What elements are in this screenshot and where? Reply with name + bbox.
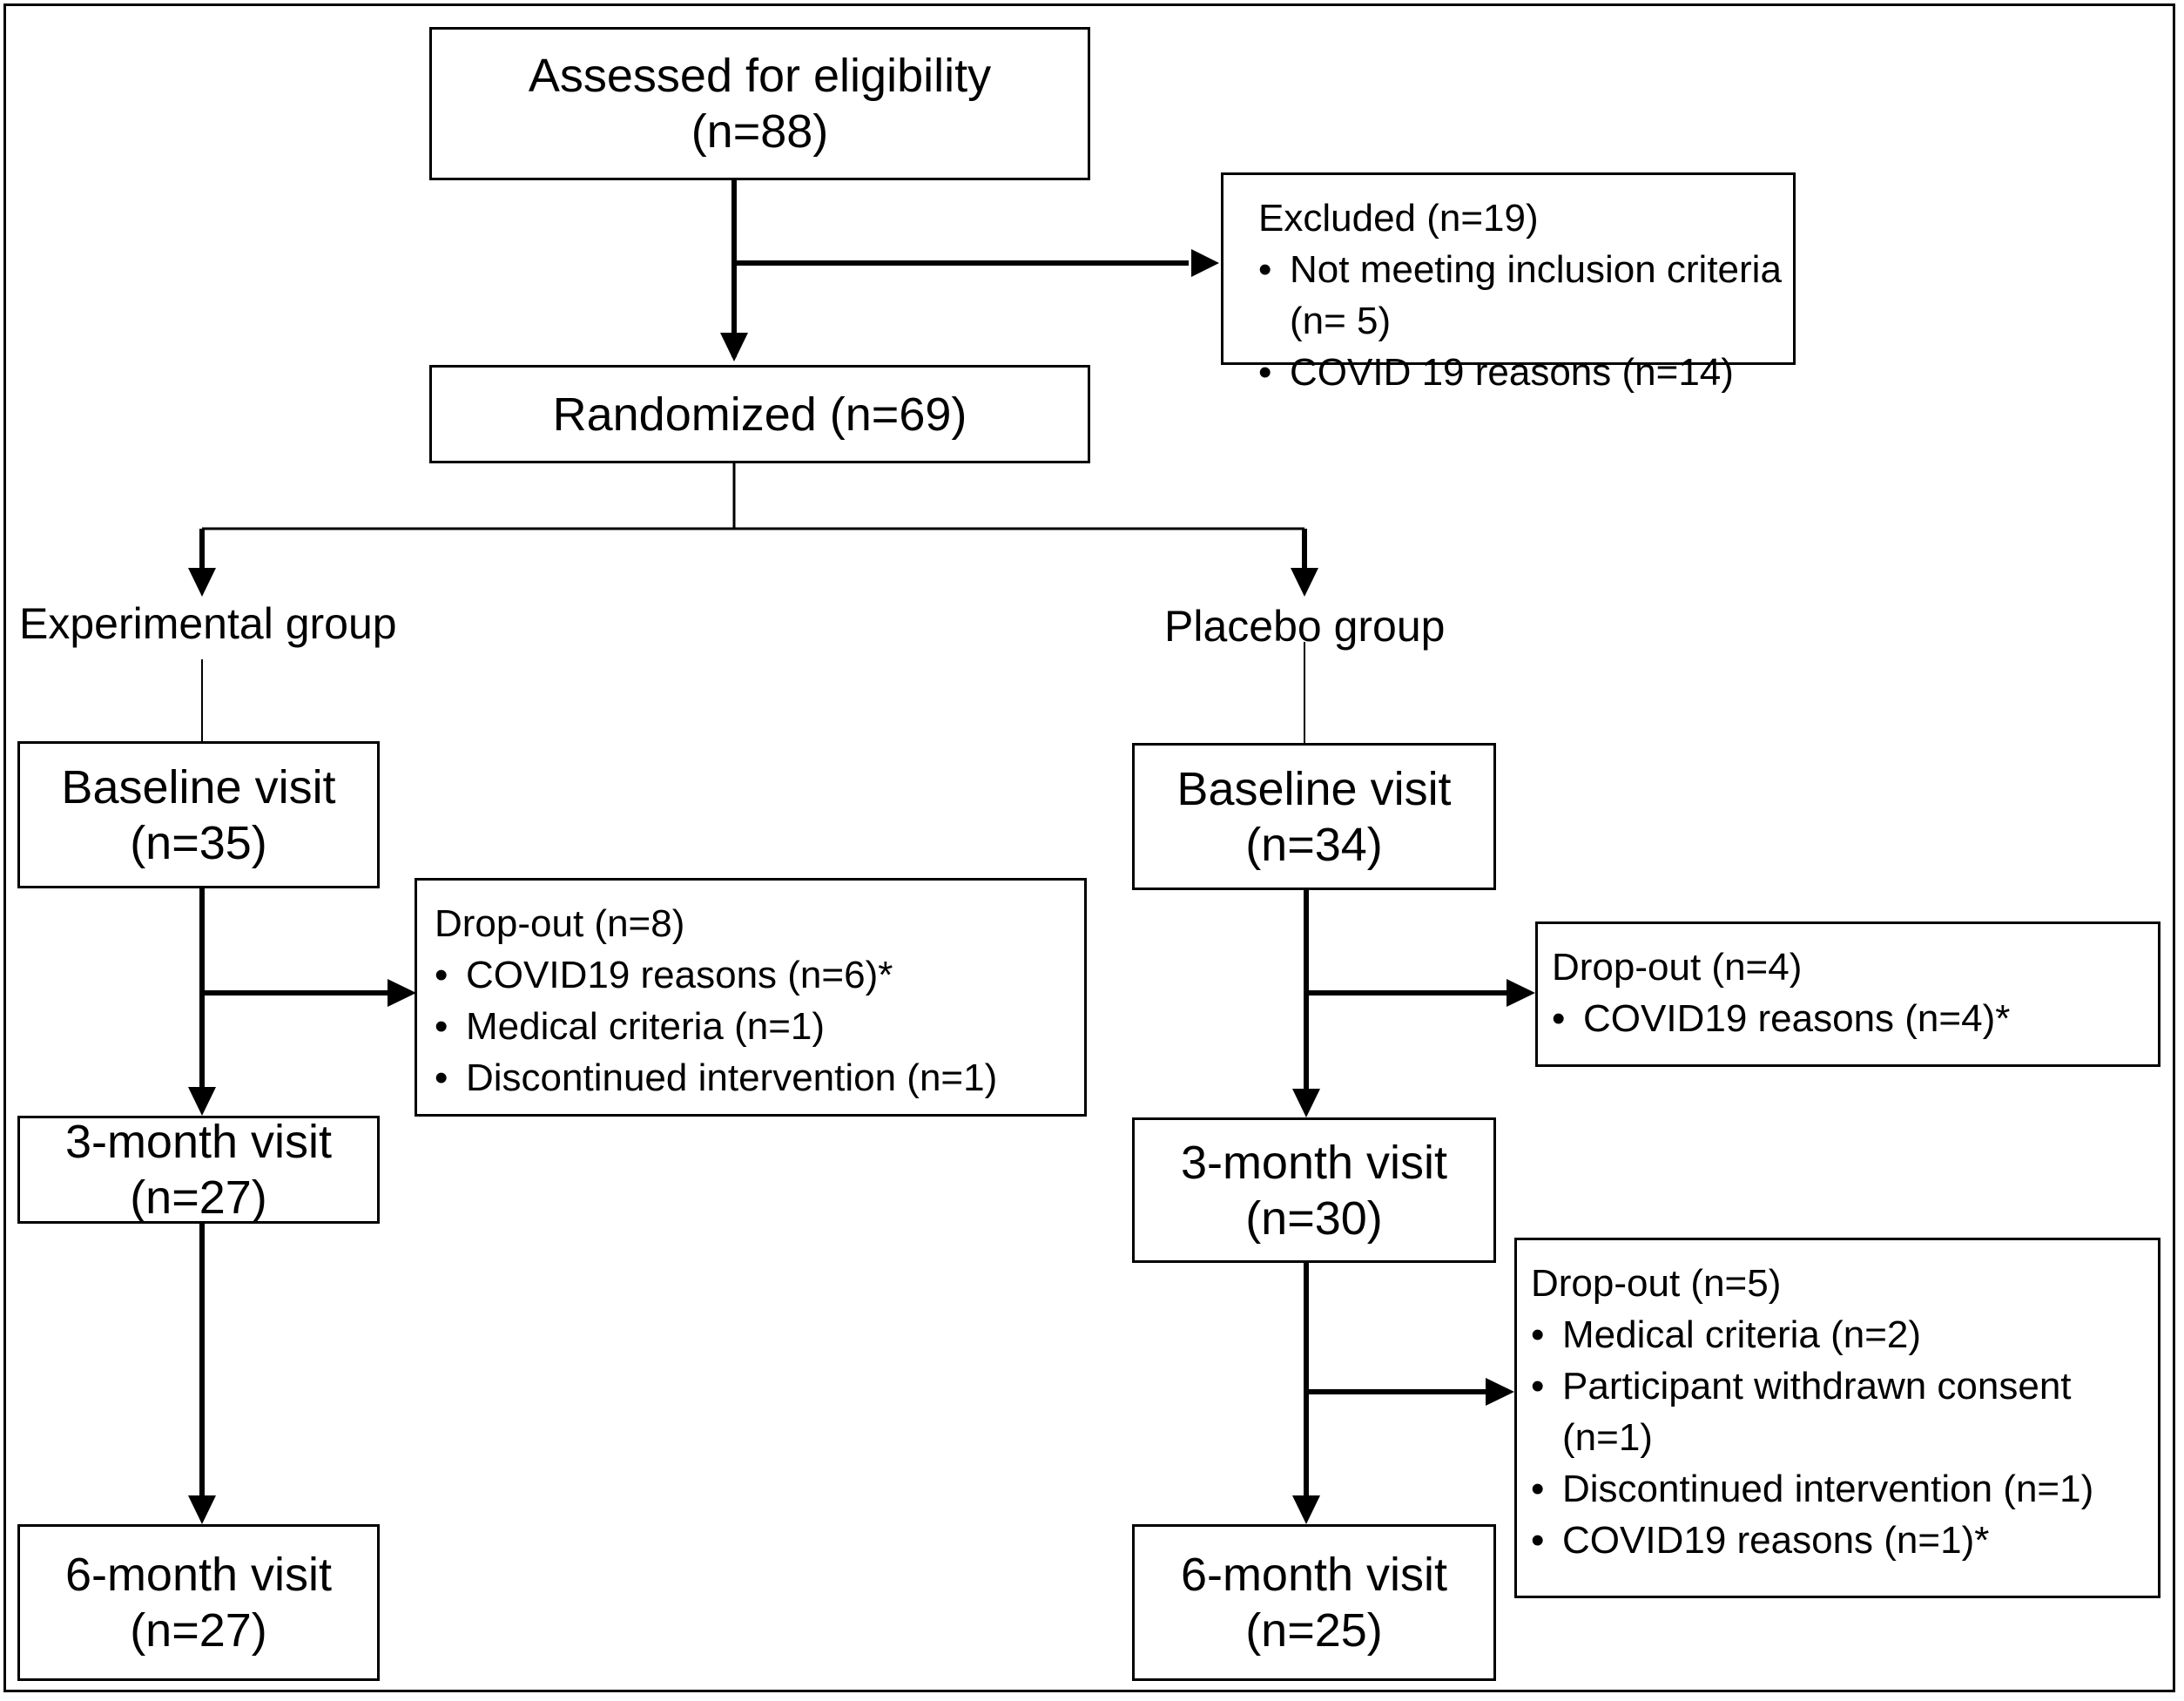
pla-baseline-count: (n=34) <box>1245 818 1383 871</box>
pla-baseline-title: Baseline visit <box>1176 762 1452 815</box>
arrowhead <box>188 1087 216 1116</box>
pla-3month-title: 3-month visit <box>1180 1136 1448 1189</box>
list-item: Discontinued intervention (n=1) <box>1531 1463 2158 1515</box>
experimental-group-label: Experimental group <box>19 599 397 648</box>
arrowhead <box>1291 568 1318 597</box>
pla-3month-count: (n=30) <box>1245 1191 1383 1245</box>
list-item: COVID19 reasons (n=6)* <box>435 949 1084 1001</box>
exp-6month-count: (n=27) <box>130 1604 267 1657</box>
pla-dropout2-list: Medical criteria (n=2) Participant withd… <box>1531 1309 2158 1566</box>
arrowhead <box>1507 979 1535 1007</box>
arrowhead <box>1486 1378 1514 1406</box>
arrowhead <box>388 979 416 1007</box>
pla-dropout2-box: Drop-out (n=5) Medical criteria (n=2) Pa… <box>1514 1238 2160 1598</box>
excluded-box: Excluded (n=19) Not meeting inclusion cr… <box>1221 172 1796 398</box>
assessed-count: (n=88) <box>691 105 829 158</box>
randomized-box: Randomized (n=69) <box>429 365 1090 463</box>
arrowhead <box>1191 249 1219 277</box>
list-item: COVID19 reasons (n=4)* <box>1552 993 2158 1044</box>
assessed-box: Assessed for eligibility (n=88) <box>429 27 1090 180</box>
placebo-group-label: Placebo group <box>1164 602 1446 651</box>
excluded-list: Not meeting inclusion criteria (n= 5) CO… <box>1258 244 1793 398</box>
exp-6month-title: 6-month visit <box>64 1549 333 1601</box>
pla-dropout1-list: COVID19 reasons (n=4)* <box>1552 993 2158 1044</box>
exp-6month-box: 6-month visit (n=27) <box>17 1524 380 1681</box>
exp-baseline-title: Baseline visit <box>61 760 336 813</box>
exp-baseline-box: Baseline visit (n=35) <box>17 741 380 888</box>
pla-dropout1-box: Drop-out (n=4) COVID19 reasons (n=4)* <box>1535 921 2160 1067</box>
list-item: Not meeting inclusion criteria (n= 5) <box>1258 244 1793 347</box>
pla-6month-title: 6-month visit <box>1180 1549 1448 1601</box>
list-item: Medical criteria (n=2) <box>1531 1309 2158 1360</box>
list-item: Participant withdrawn consent (n=1) <box>1531 1360 2137 1463</box>
exp-3month-box: 3-month visit (n=27) <box>17 1116 380 1224</box>
excluded-heading: Excluded (n=19) <box>1258 197 1539 240</box>
pla-3month-box: 3-month visit (n=30) <box>1132 1117 1496 1263</box>
pla-6month-box: 6-month visit (n=25) <box>1132 1524 1496 1681</box>
exp-dropout-heading: Drop-out (n=8) <box>435 902 685 945</box>
arrowhead <box>1292 1495 1320 1524</box>
arrowhead <box>1292 1089 1320 1117</box>
exp-baseline-count: (n=35) <box>130 816 267 869</box>
arrowhead <box>188 1495 216 1524</box>
list-item: Discontinued intervention (n=1) <box>435 1052 1084 1104</box>
diagram-frame <box>3 3 2175 1692</box>
exp-dropout-box: Drop-out (n=8) COVID19 reasons (n=6)* Me… <box>415 878 1087 1117</box>
pla-dropout1-heading: Drop-out (n=4) <box>1552 946 1803 989</box>
assessed-title: Assessed for eligibility <box>528 50 992 102</box>
pla-6month-count: (n=25) <box>1245 1604 1383 1657</box>
pla-baseline-box: Baseline visit (n=34) <box>1132 743 1496 890</box>
exp-dropout-list: COVID19 reasons (n=6)* Medical criteria … <box>435 949 1084 1104</box>
exp-3month-title: 3-month visit <box>64 1116 333 1168</box>
randomized-label: Randomized (n=69) <box>552 388 967 441</box>
list-item: COVID 19 reasons (n=14) <box>1258 347 1793 398</box>
list-item: COVID19 reasons (n=1)* <box>1531 1515 2158 1566</box>
pla-dropout2-heading: Drop-out (n=5) <box>1531 1262 1782 1305</box>
exp-3month-count: (n=27) <box>130 1171 267 1224</box>
arrowhead <box>188 568 216 597</box>
list-item: Medical criteria (n=1) <box>435 1001 1084 1052</box>
arrowhead <box>720 333 748 361</box>
